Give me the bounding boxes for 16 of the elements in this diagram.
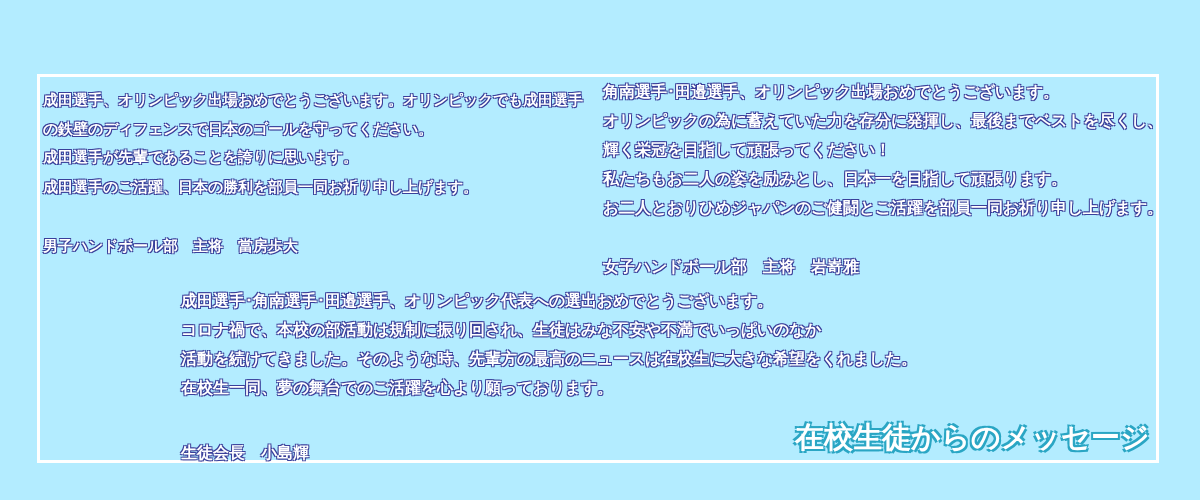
message-text: 成田選手･角南選手･田邉選手、オリンピック代表への選出おめでとうございます。: [181, 290, 773, 312]
message-text: 成田選手のご活躍、日本の勝利を部員一同お祈り申し上げます。: [43, 178, 478, 197]
message-text: 在校生一同、夢の舞台でのご活躍を心より願っております。: [181, 377, 613, 399]
message-text: 活動を続けてきました。そのような時、先輩方の最高のニュースは在校生に大きな希望をくれました。: [181, 348, 917, 370]
heading: 在校生徒からのメッセージ: [795, 419, 1150, 456]
message-text: 成田選手が先輩であることを誇りに思います。: [43, 148, 358, 167]
message-text: 生徒会長 小島輝: [181, 442, 309, 464]
message-text: 成田選手、オリンピック出場おめでとうございます。オリンピックでも成田選手の鉄壁のディフェンスで日本のゴールを守ってください。: [43, 91, 584, 139]
message-text: お二人とおりひめジャパンのご健闘とご活躍を部員一同お祈り申し上げます。: [603, 198, 1163, 219]
message-text: 角南選手･田邉選手、オリンピック出場おめでとうございます。: [603, 82, 1059, 103]
message-text: 男子ハンドボール部 主将 當房歩大: [43, 237, 298, 256]
message-text: 女子ハンドボール部 主将 岩嵜雅: [603, 257, 859, 278]
message-text: コロナ禍で、本校の部活動は規制に振り回され、生徒はみな不安や不満でいっぱいのなか: [181, 319, 821, 341]
message-text: 輝く栄冠を目指して頑張ってください！: [603, 140, 891, 161]
message-text: 私たちもお二人の姿を励みとし、日本一を目指して頑張ります。: [603, 169, 1067, 190]
message-text: オリンピックの為に蓄えていた力を存分に発揮し、最後までベストを尽くし、: [603, 111, 1163, 132]
